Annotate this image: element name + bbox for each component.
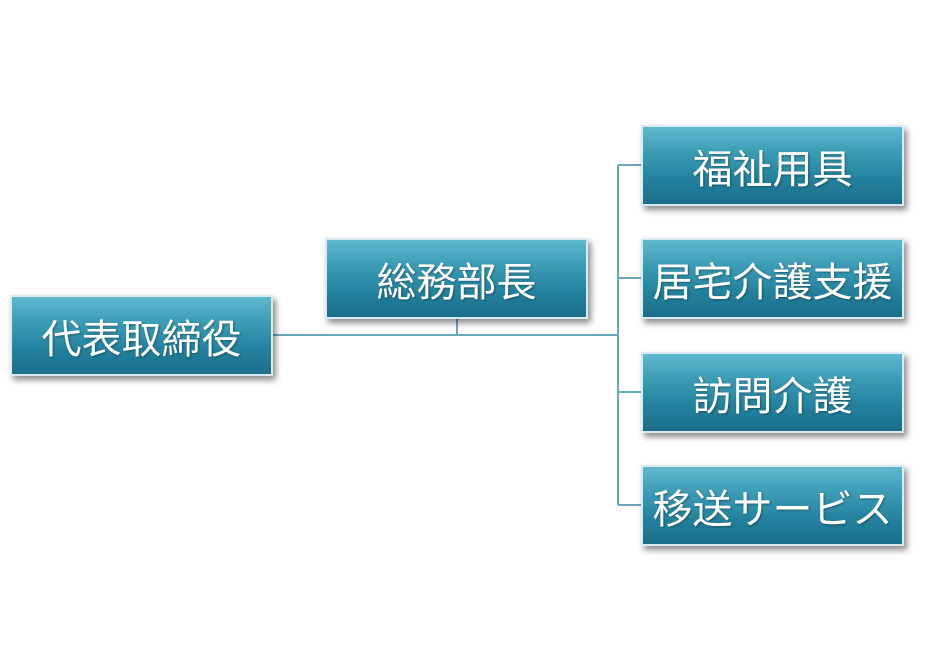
department-node-welfare-equipment: 福祉用具	[641, 125, 904, 206]
department-node-home-care-support: 居宅介護支援	[641, 238, 904, 319]
general-manager-label: 総務部長	[376, 259, 537, 306]
general-manager-node: 総務部長	[325, 238, 588, 319]
department-label: 福祉用具	[692, 146, 853, 193]
department-node-home-visit-care: 訪問介護	[641, 352, 904, 433]
department-node-transport-service: 移送サービス	[641, 465, 904, 546]
ceo-label: 代表取締役	[41, 316, 242, 363]
department-label: 居宅介護支援	[652, 259, 893, 306]
department-label: 訪問介護	[692, 373, 853, 420]
department-label: 移送サービス	[652, 486, 893, 533]
ceo-node: 代表取締役	[10, 295, 273, 376]
